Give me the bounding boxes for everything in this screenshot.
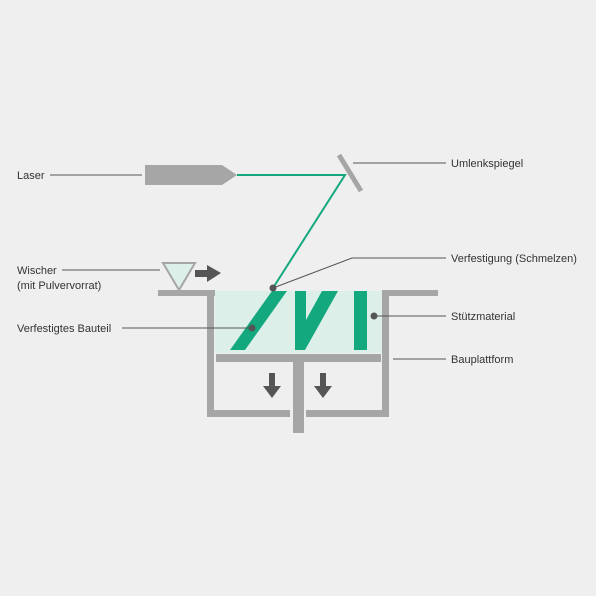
down-arrow-left <box>263 373 281 398</box>
right-wall <box>382 290 389 417</box>
deflection-mirror <box>336 153 364 193</box>
label-solid-part: Verfestigtes Bauteil <box>17 323 111 335</box>
label-wiper-sub: (mit Pulvervorrat) <box>17 280 101 292</box>
leader-lines <box>50 162 446 360</box>
left-top-ledge <box>158 290 215 296</box>
piston-rod <box>293 360 304 433</box>
support-dot <box>370 312 378 320</box>
solidification-dot <box>269 284 277 292</box>
laser-emitter <box>145 165 237 185</box>
label-support: Stützmaterial <box>451 311 515 323</box>
bottom-left-wall <box>207 410 290 417</box>
left-wall <box>207 290 214 417</box>
right-top-ledge <box>382 290 438 296</box>
label-mirror: Umlenkspiegel <box>451 158 523 170</box>
label-solidification: Verfestigung (Schmelzen) <box>451 253 577 265</box>
build-platform <box>216 354 381 362</box>
label-laser: Laser <box>17 170 45 182</box>
wiper-funnel <box>161 262 197 292</box>
label-build-platform: Bauplattform <box>451 354 513 366</box>
bottom-right-wall <box>306 410 389 417</box>
solid-part-dot <box>248 324 256 332</box>
wiper-direction-arrow <box>195 265 221 282</box>
laser-beam <box>237 174 347 289</box>
label-wiper: Wischer <box>17 265 57 277</box>
solidification-leader <box>272 257 446 289</box>
down-arrow-right <box>314 373 332 398</box>
solidified-part <box>230 291 367 350</box>
